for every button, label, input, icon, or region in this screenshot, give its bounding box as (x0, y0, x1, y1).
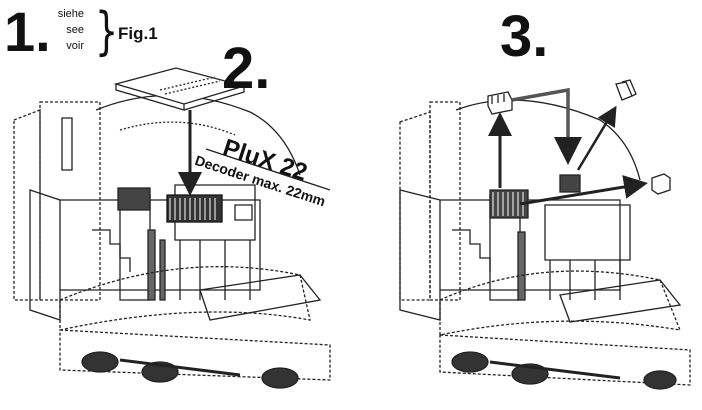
step-1-number: 1. (4, 0, 51, 63)
step-2-number: 2. (222, 36, 271, 101)
reference-word-english: see (66, 24, 84, 36)
locomotive-drawing-left (13, 67, 331, 389)
reference-word-german: siehe (57, 8, 84, 20)
step-3-number: 3. (500, 4, 549, 69)
brace-symbol: } (94, 2, 119, 62)
reference-word-french: voir (66, 40, 84, 52)
figure-reference: Fig.1 (118, 24, 158, 43)
locomotive-drawing-right (399, 79, 691, 390)
